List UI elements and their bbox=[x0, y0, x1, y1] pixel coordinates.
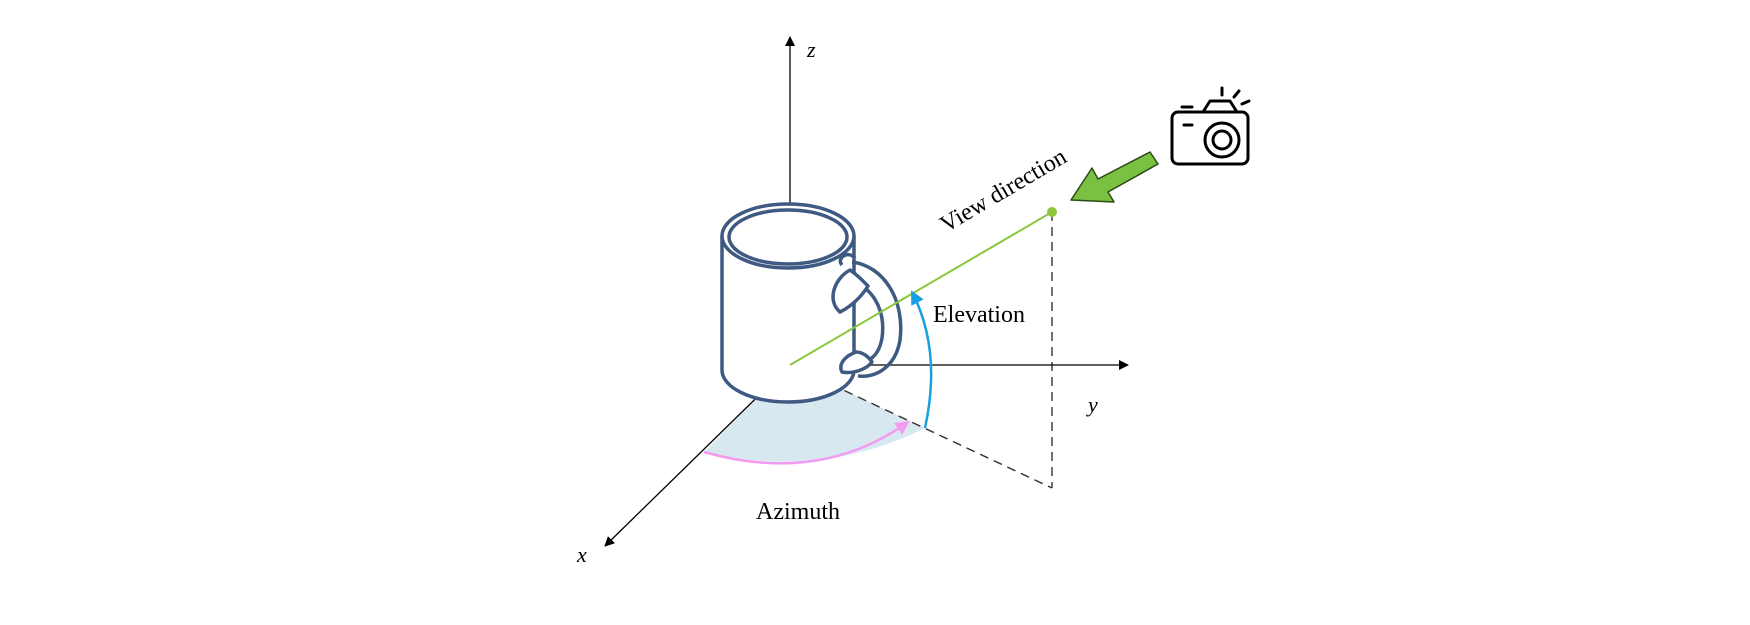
azimuth-sector bbox=[704, 365, 925, 462]
viewpoint-dot bbox=[1047, 207, 1057, 217]
view-direction-label: View direction bbox=[936, 144, 1071, 238]
x-axis-label: x bbox=[576, 542, 587, 567]
elevation-label: Elevation bbox=[933, 302, 1025, 328]
elevation-arc bbox=[910, 290, 933, 429]
camera-icon bbox=[1170, 86, 1251, 166]
y-axis-label: y bbox=[1086, 392, 1098, 417]
azimuth-label: Azimuth bbox=[756, 499, 840, 525]
azimuth-arc bbox=[703, 420, 910, 465]
z-axis-label: z bbox=[806, 37, 816, 62]
green-arrow-icon bbox=[1070, 151, 1159, 203]
view-direction-line bbox=[789, 211, 1053, 366]
mug-icon bbox=[720, 202, 903, 404]
